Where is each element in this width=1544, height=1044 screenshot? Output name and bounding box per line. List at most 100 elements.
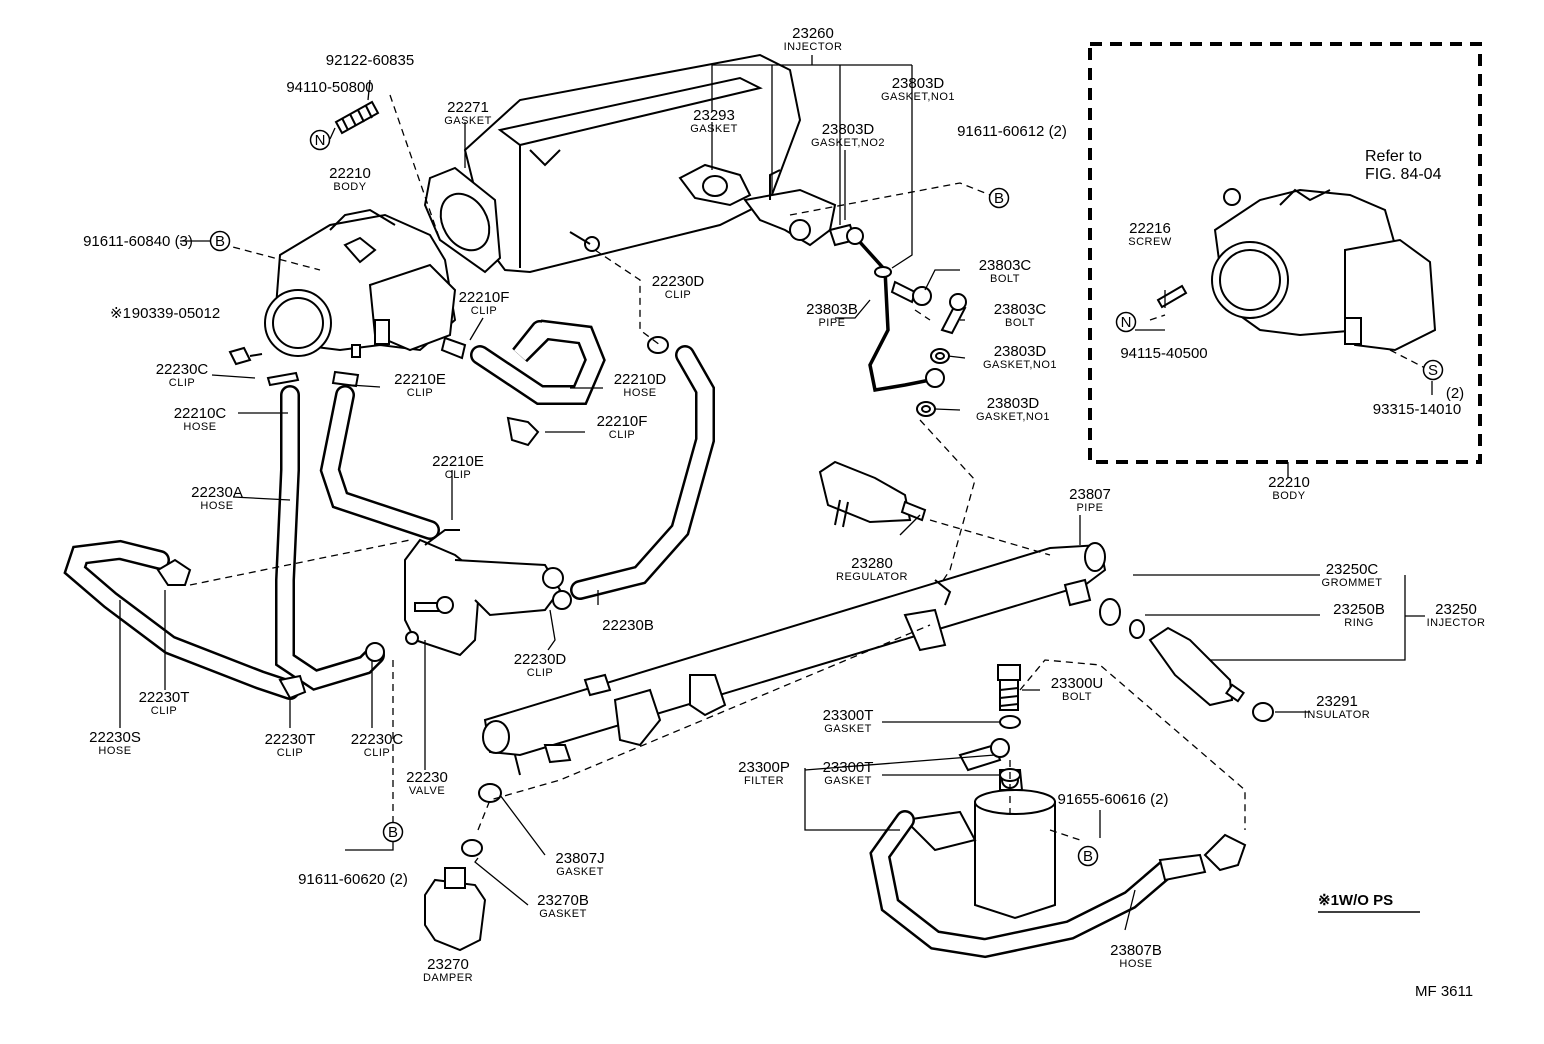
marker-b-topleft: B <box>209 230 231 252</box>
part-number: 22210E <box>394 371 446 388</box>
part-number: 23803D <box>987 395 1040 412</box>
part-name: CLIP <box>471 305 497 317</box>
throttle-body-drawing <box>264 208 457 358</box>
part-number: 22210E <box>432 453 484 470</box>
reference-markers: B B B B N N S <box>209 129 1444 867</box>
part-name: FILTER <box>744 775 784 787</box>
svg-text:B: B <box>388 824 398 841</box>
part-number: 91611-60840 (3) <box>83 233 193 250</box>
svg-text:B: B <box>215 233 225 250</box>
figure-code: MF 3611 <box>1415 983 1473 1000</box>
part-number: 22210F <box>459 289 510 306</box>
inset-note-line2: FIG. 84-04 <box>1365 166 1442 183</box>
clip-22210F-drawing <box>506 416 540 447</box>
part-number: 23270B <box>537 892 589 909</box>
part-name: CLIP <box>169 377 195 389</box>
part-name: HOSE <box>200 500 233 512</box>
part-name: BOLT <box>1062 691 1092 703</box>
part-number: 22230S <box>89 729 141 746</box>
callout-22230b: 22230B <box>602 617 654 634</box>
part-number: 22210C <box>174 405 227 422</box>
part-name: GASKET <box>556 866 604 878</box>
part-number: 23807 <box>1069 486 1111 503</box>
part-number: 23300T <box>823 759 874 776</box>
part-name: GASKET <box>824 775 872 787</box>
part-number: 23250 <box>1435 601 1477 618</box>
part-number: 23280 <box>851 555 893 572</box>
callout-91655: 91655-60616 (2) <box>1058 791 1169 808</box>
part-name: GASKET,NO1 <box>976 411 1050 423</box>
part-number: 22210 <box>329 165 371 182</box>
svg-text:B: B <box>1083 848 1093 865</box>
pipe-23803B-drawing <box>846 227 945 393</box>
part-number: 23291 <box>1316 693 1358 710</box>
part-name: INSULATOR <box>1304 709 1370 721</box>
part-number: 23803B <box>806 301 858 318</box>
part-number: 22216 <box>1129 220 1171 237</box>
part-name: SCREW <box>1128 236 1172 248</box>
fuel-filter-23300P-drawing <box>902 738 1056 920</box>
part-name: DAMPER <box>423 972 473 984</box>
part-number: 22230A <box>191 484 243 501</box>
part-name: GASKET <box>444 115 492 127</box>
part-name: BOLT <box>1005 317 1035 329</box>
part-number: 23300U <box>1051 675 1104 692</box>
part-number: 22230D <box>652 273 705 290</box>
callout-90339: 90339-05012 <box>132 305 220 322</box>
part-number: 91611-60620 (2) <box>298 871 408 888</box>
part-name: CLIP <box>407 387 433 399</box>
note-symbol: ※1 <box>110 305 131 322</box>
part-number: 23250B <box>1333 601 1385 618</box>
hose-22230B-drawing <box>570 336 715 600</box>
part-number: 22210 <box>1268 474 1310 491</box>
part-number: 22210D <box>614 371 667 388</box>
part-name: GASKET <box>690 123 738 135</box>
delivery-pipe-23807-drawing <box>482 542 1107 776</box>
part-number: 22230T <box>265 731 316 748</box>
callout-93315q: (2) <box>1446 385 1464 402</box>
damper-23270-drawing <box>424 783 502 952</box>
callout-91611-60620: 91611-60620 (2) <box>298 871 408 888</box>
part-number: 23300T <box>823 707 874 724</box>
part-name: HOSE <box>98 745 131 757</box>
svg-text:N: N <box>1121 314 1132 331</box>
part-name: GASKET <box>824 723 872 735</box>
part-name: REGULATOR <box>836 571 908 583</box>
gasket-23803D-drawing <box>916 348 950 417</box>
part-name: CLIP <box>445 469 471 481</box>
part-name: CLIP <box>665 289 691 301</box>
part-name: INJECTOR <box>1427 617 1486 629</box>
inset-dashed-frame <box>1088 42 1482 464</box>
gasket-22271-drawing <box>423 166 502 274</box>
part-number: 23807J <box>555 850 604 867</box>
part-number: 22230T <box>139 689 190 706</box>
part-name: CLIP <box>277 747 303 759</box>
part-number: 23807B <box>1110 942 1162 959</box>
part-name: PIPE <box>1076 502 1103 514</box>
